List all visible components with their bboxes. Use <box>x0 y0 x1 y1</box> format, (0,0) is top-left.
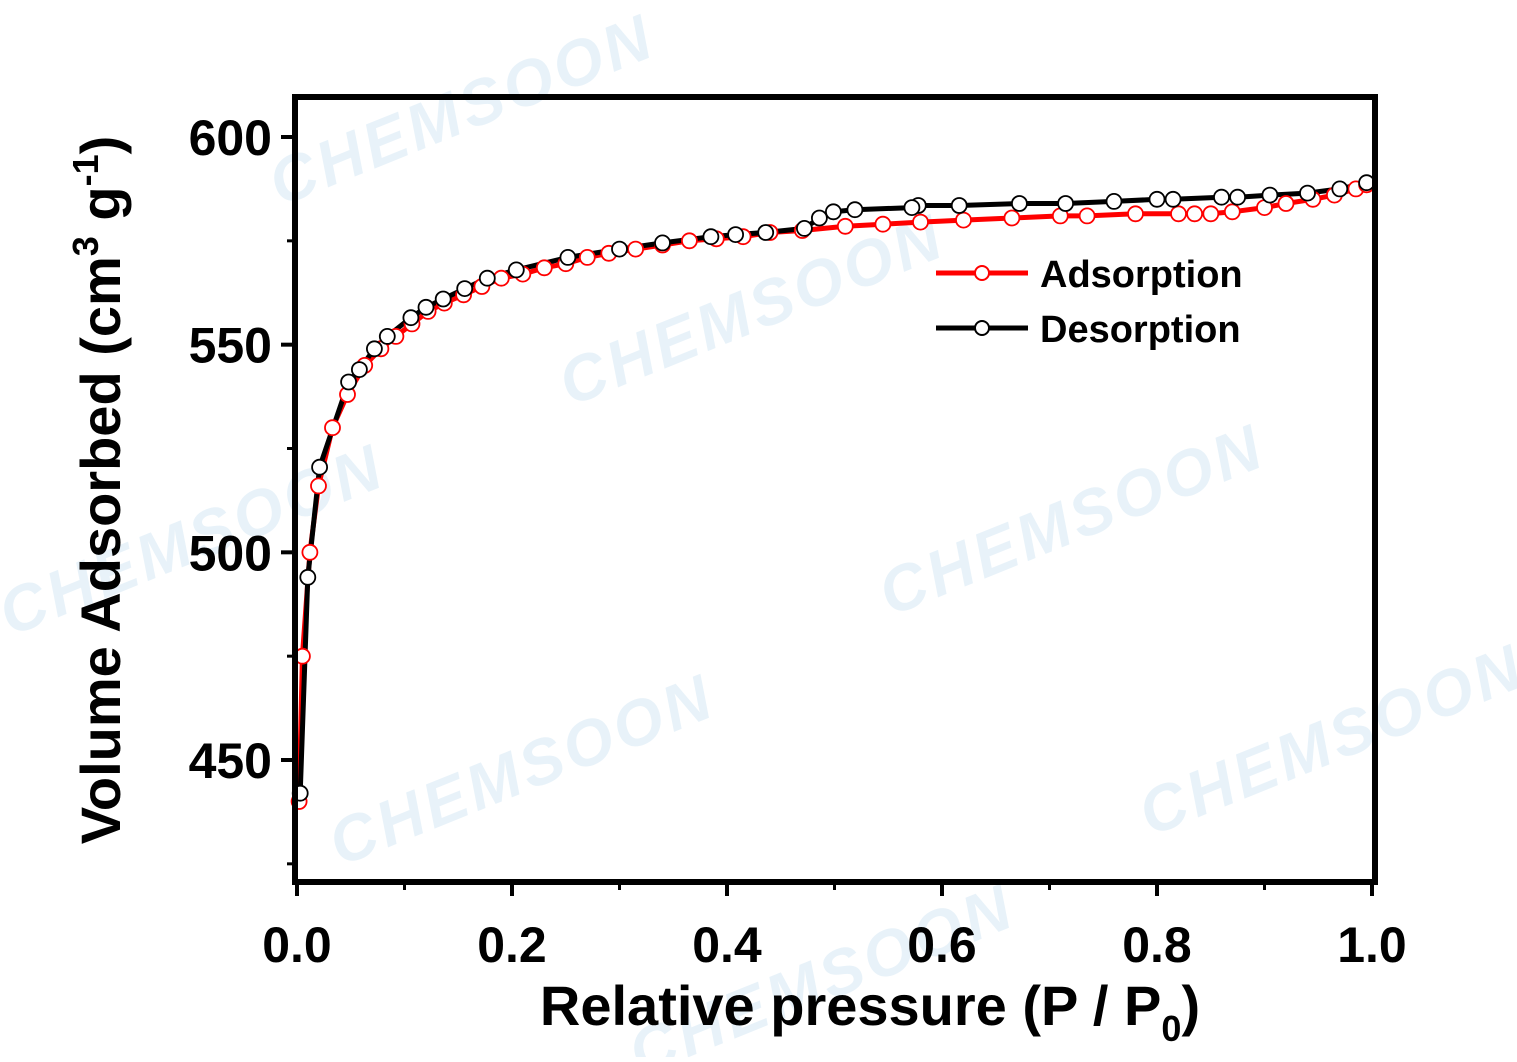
data-point-desorption <box>311 458 329 476</box>
legend-label-adsorption: Adsorption <box>1040 254 1243 296</box>
x-axis-title-subscript: 0 <box>1161 1008 1181 1049</box>
data-point-desorption <box>1105 192 1123 210</box>
y-axis-title-sup3: 3 <box>65 236 106 256</box>
axis-tick-labels: 0.0 0.2 0.4 0.6 0.8 1.0 450 500 550 600 <box>189 110 1407 973</box>
x-axis-title: Relative pressure (P / P0) <box>540 974 1200 1049</box>
data-point-adsorption <box>1223 203 1241 221</box>
data-point-desorption <box>654 234 671 252</box>
data-point-desorption <box>1331 180 1349 198</box>
y-axis-title-main: Volume Adsorbed (cm <box>69 256 132 844</box>
y-tick-label: 600 <box>189 110 272 166</box>
y-tick-label: 450 <box>189 733 272 789</box>
x-tick-label: 0.6 <box>907 917 977 973</box>
data-point-desorption <box>825 203 842 221</box>
data-point-adsorption <box>1202 205 1220 223</box>
data-point-desorption <box>365 340 383 358</box>
data-point-desorption <box>378 327 396 345</box>
legend: Adsorption Desorption <box>936 254 1243 351</box>
data-point-adsorption <box>1277 195 1295 212</box>
x-tick-label: 0.0 <box>262 917 332 973</box>
data-point-desorption <box>1229 188 1246 206</box>
data-point-desorption <box>402 309 420 327</box>
legend-label-desorption: Desorption <box>1040 309 1241 351</box>
data-point-adsorption <box>324 419 341 437</box>
y-tick-label: 550 <box>189 318 272 374</box>
data-point-adsorption <box>1127 205 1144 223</box>
data-point-desorption <box>1057 195 1074 212</box>
x-tick-label: 1.0 <box>1337 917 1407 973</box>
legend-marker-desorption <box>974 320 990 336</box>
x-tick-label: 0.8 <box>1122 917 1192 973</box>
data-point-desorption <box>350 361 368 379</box>
data-point-adsorption <box>578 248 596 266</box>
data-point-desorption <box>1358 174 1375 192</box>
watermark-text: CHEMSOON <box>869 410 1275 630</box>
data-point-desorption <box>559 248 577 266</box>
watermark-text: CHEMSOON <box>259 0 665 220</box>
data-point-desorption <box>796 219 813 237</box>
data-point-desorption <box>1148 190 1166 208</box>
data-point-adsorption <box>1170 205 1187 223</box>
data-point-desorption <box>417 298 435 316</box>
data-point-adsorption <box>627 240 644 258</box>
data-point-desorption <box>340 373 358 391</box>
data-point-desorption <box>1011 195 1028 212</box>
data-point-desorption <box>757 224 775 241</box>
data-point-desorption <box>1299 184 1316 202</box>
data-point-adsorption <box>310 477 327 495</box>
data-point-desorption <box>434 290 452 308</box>
data-point-desorption <box>1164 190 1182 208</box>
watermark-text: CHEMSOON <box>319 660 725 880</box>
x-axis-title-end: ) <box>1181 974 1200 1037</box>
data-point-desorption <box>950 197 968 214</box>
data-point-adsorption <box>874 215 892 233</box>
x-axis-title-main: Relative pressure (P / P <box>540 974 1162 1037</box>
data-point-desorption <box>727 226 744 244</box>
y-axis-title-sup1: -1 <box>65 154 106 186</box>
data-point-adsorption <box>492 269 510 287</box>
data-point-desorption <box>846 201 864 219</box>
data-point-adsorption <box>535 259 553 277</box>
watermark-text: CHEMSOON <box>1129 630 1517 850</box>
x-tick-label: 0.4 <box>692 917 762 973</box>
y-axis-title: Volume Adsorbed (cm3 g-1) <box>65 136 132 845</box>
data-point-desorption <box>1261 186 1279 204</box>
data-point-desorption <box>903 199 921 217</box>
axis-ticks <box>281 135 1374 896</box>
data-point-desorption <box>507 261 525 279</box>
data-point-adsorption <box>1003 209 1021 227</box>
data-point-desorption <box>1213 188 1230 206</box>
data-point-adsorption <box>836 217 854 235</box>
data-point-adsorption <box>1078 207 1096 225</box>
y-axis-title-end: ) <box>69 136 132 155</box>
data-point-adsorption <box>912 213 929 231</box>
x-tick-label: 0.2 <box>477 917 547 973</box>
data-point-adsorption <box>1186 205 1203 223</box>
y-axis-title-mid: g <box>69 186 132 236</box>
y-tick-label: 500 <box>189 525 272 581</box>
data-point-desorption <box>456 280 474 298</box>
data-point-desorption <box>611 240 628 258</box>
series-layer <box>290 174 1375 810</box>
data-point-adsorption <box>681 232 698 250</box>
data-point-desorption <box>811 209 828 227</box>
data-point-adsorption <box>301 543 319 561</box>
data-point-desorption <box>299 568 317 586</box>
data-point-desorption <box>478 269 496 287</box>
data-point-desorption <box>702 228 720 246</box>
legend-marker-adsorption <box>974 265 990 281</box>
data-point-adsorption <box>955 211 972 229</box>
